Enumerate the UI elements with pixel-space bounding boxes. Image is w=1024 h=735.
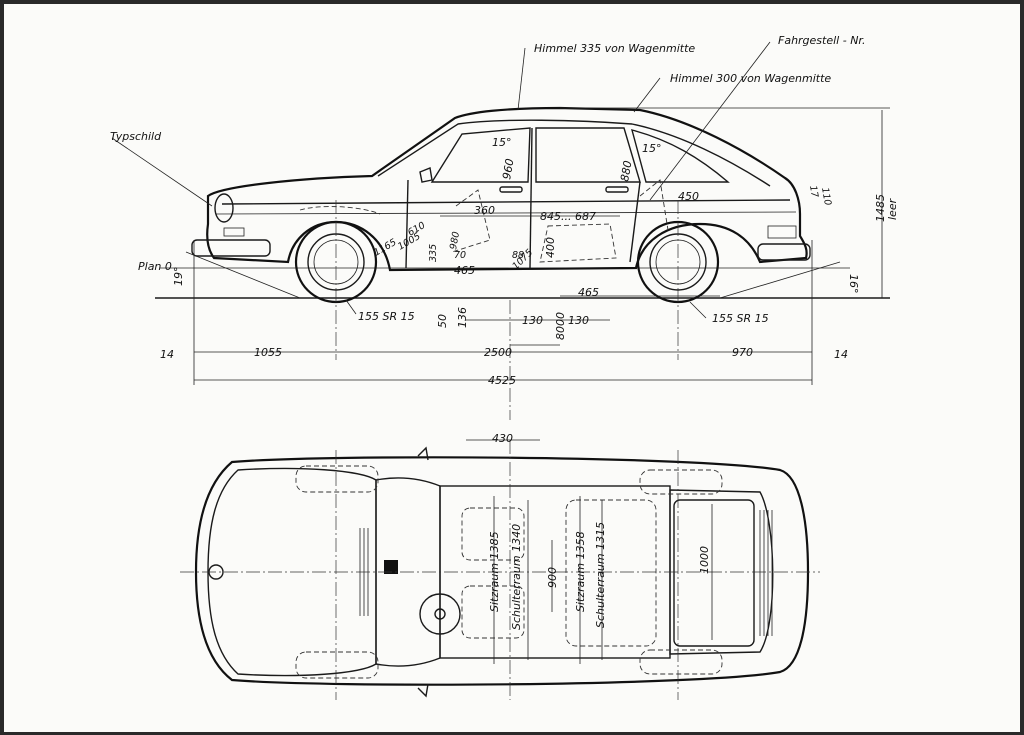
gear-lever-knob xyxy=(384,560,398,574)
dim-130-b: 130 xyxy=(568,314,589,327)
body-crease xyxy=(215,211,797,215)
headlight xyxy=(214,193,234,223)
dim-1485: 1485 xyxy=(874,194,887,222)
dim-14-rear: 14 xyxy=(834,348,848,361)
himmel300-label: Himmel 300 von Wagenmitte xyxy=(670,72,831,85)
paper xyxy=(4,4,1020,732)
left-mirror xyxy=(417,446,429,461)
dim-4525: 4525 xyxy=(488,374,516,387)
front-left-arch xyxy=(295,465,379,493)
front-seat-left xyxy=(461,507,525,561)
typschild-leader xyxy=(111,137,213,207)
rear-bumper xyxy=(757,243,811,261)
hood xyxy=(207,467,377,677)
front-side-window xyxy=(430,127,531,183)
rear-left-arch xyxy=(639,469,723,495)
dim-88: 88 xyxy=(512,250,524,261)
dim-leer: leer xyxy=(886,197,899,220)
himmel300-leader xyxy=(633,77,661,113)
dim-1000: 1000 xyxy=(698,546,711,574)
dim-400: 400 xyxy=(544,237,557,258)
side-mirror xyxy=(419,167,433,183)
angle-15-rear: 15° xyxy=(642,142,662,155)
window-frame xyxy=(377,119,771,187)
dim-8000: 8000 xyxy=(554,312,567,340)
side-view: Typschild Himmel 335 von Wagenmitte Himm… xyxy=(110,34,899,420)
front-seat-outline xyxy=(451,189,491,253)
front-right-arch xyxy=(295,651,379,679)
dim-960: 960 xyxy=(500,158,516,181)
angle-19: 19° xyxy=(172,267,185,287)
dim-136: 136 xyxy=(456,307,469,328)
rear-right-arch xyxy=(639,649,723,675)
front-bumper xyxy=(191,239,271,257)
schulter-rear-label: Schulterraum 1315 xyxy=(594,522,607,628)
angle-16: 16° xyxy=(847,274,860,294)
tyre-rear-leader xyxy=(689,301,707,319)
engine-bay-outline xyxy=(299,206,381,215)
tyre-front-label: 155 SR 15 xyxy=(358,310,415,323)
dim-70: 70 xyxy=(454,250,466,261)
tyre-rear-label: 155 SR 15 xyxy=(712,312,769,325)
boot-opening xyxy=(673,499,755,647)
dim-880: 880 xyxy=(618,160,634,183)
top-body-outline xyxy=(194,456,810,686)
dim-2500: 2500 xyxy=(484,346,512,359)
dim-335: 335 xyxy=(428,244,439,262)
himmel335-leader xyxy=(517,47,526,111)
steering-hub xyxy=(434,608,446,620)
rear-door-handle xyxy=(605,186,629,193)
fahrgestell-label: Fahrgestell - Nr. xyxy=(778,34,865,47)
rear-hatch xyxy=(669,489,774,655)
departure-angle-line xyxy=(719,261,841,299)
dim-980: 980 xyxy=(448,231,462,251)
front-door-handle xyxy=(499,186,523,193)
quarter-window xyxy=(631,129,730,183)
rear-backrest-outline xyxy=(639,179,669,231)
dim-14-front: 14 xyxy=(160,348,174,361)
dim-845-687: 845... 687 xyxy=(540,210,596,223)
steering-wheel xyxy=(419,593,461,635)
dim-970: 970 xyxy=(732,346,753,359)
front-door-edge xyxy=(405,179,409,269)
dim-900: 900 xyxy=(546,567,559,588)
sitzraum-front-label: Sitzraum 1385 xyxy=(488,531,501,612)
dim-430: 430 xyxy=(492,432,513,445)
dim-450: 450 xyxy=(678,190,699,203)
rear-bench xyxy=(565,499,657,647)
right-mirror xyxy=(417,683,429,698)
typschild-label: Typschild xyxy=(110,130,162,143)
indicator-front xyxy=(223,227,245,237)
dim-50: 50 xyxy=(436,314,449,328)
top-view: 430 900 1000 Sitzraum 1385 Schulterraum … xyxy=(180,432,820,700)
tail-light xyxy=(767,225,797,239)
dim-110: 110 xyxy=(819,187,833,207)
b-pillar xyxy=(529,127,533,269)
dim-1055: 1055 xyxy=(254,346,282,359)
rear-louvres xyxy=(759,510,773,636)
front-seat-right xyxy=(461,585,525,639)
fahrgestell-leader xyxy=(649,41,771,201)
dim-17: 17 xyxy=(807,185,820,199)
plan0-label: Plan 0 xyxy=(138,260,172,273)
angle-15-front: 15° xyxy=(492,136,512,149)
sitzraum-rear-label: Sitzraum 1358 xyxy=(574,531,587,612)
rear-seat-outline xyxy=(539,223,617,263)
dim-465-front: 465 xyxy=(454,264,475,277)
dim-360: 360 xyxy=(474,204,495,217)
dim-130-a: 130 xyxy=(522,314,543,327)
dim-465-rear: 465 xyxy=(578,286,599,299)
himmel335-label: Himmel 335 von Wagenmitte xyxy=(534,42,695,55)
belt-line xyxy=(221,199,791,205)
schulter-front-label: Schulterraum 1340 xyxy=(510,524,523,630)
rear-door-edge xyxy=(629,181,641,263)
tyre-front-leader xyxy=(345,299,357,315)
approach-angle-line xyxy=(185,251,301,299)
